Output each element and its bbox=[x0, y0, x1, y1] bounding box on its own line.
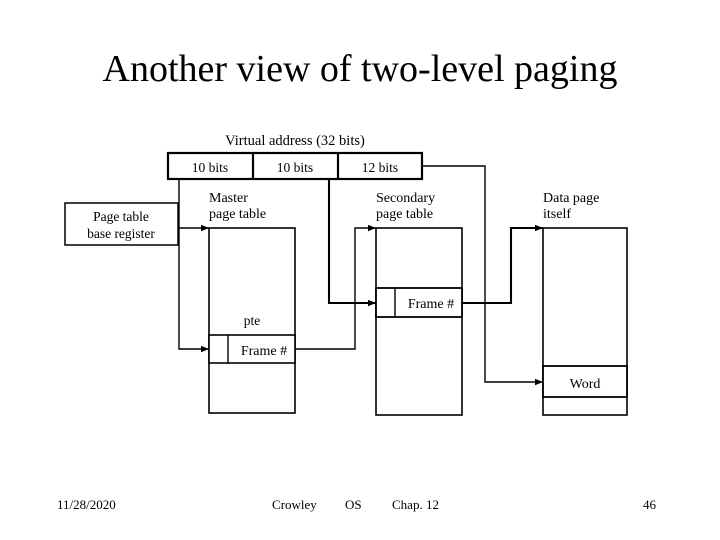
secondary-page-table-label: Secondary bbox=[376, 191, 435, 206]
secondary-page-table: Secondary page table Frame # bbox=[375, 191, 463, 416]
footer-chapter: Chap. 12 bbox=[392, 497, 439, 512]
address-field-1-label: 10 bits bbox=[277, 160, 313, 175]
connector-master-frame-to-secondary-table bbox=[295, 224, 376, 350]
page-table-base-register-box: Page table base register bbox=[64, 202, 179, 246]
page-title: Another view of two-level paging bbox=[102, 48, 618, 90]
footer-page-number: 46 bbox=[643, 497, 656, 512]
data-page: Data page itself Word bbox=[542, 191, 628, 416]
base-register-label-line2: base register bbox=[87, 226, 155, 241]
diagram-connectors bbox=[178, 165, 543, 386]
master-page-table-label: Master bbox=[209, 191, 248, 206]
connector-field0-to-master-pte bbox=[178, 179, 209, 353]
footer-author: Crowley bbox=[272, 497, 317, 512]
data-page-label-line2: itself bbox=[543, 207, 571, 222]
base-register-label: Page table bbox=[93, 209, 149, 224]
virtual-address-caption-text: Virtual address (32 bits) bbox=[225, 133, 365, 149]
address-field-2-label: 12 bits bbox=[362, 160, 398, 175]
virtual-address-bar: 10 bits 10 bits 12 bits bbox=[166, 151, 424, 181]
master-frame-number-label: Frame # bbox=[241, 344, 287, 359]
footer-course: OS bbox=[345, 497, 362, 512]
master-page-table-label-line2: page table bbox=[209, 207, 266, 222]
master-pte-label: pte bbox=[244, 313, 261, 328]
data-page-label: Data page bbox=[543, 191, 599, 206]
connector-field2-to-word bbox=[422, 165, 543, 386]
connector-field1-to-secondary-pte bbox=[327, 179, 376, 307]
data-page-word-label: Word bbox=[570, 377, 601, 392]
secondary-page-table-label-line2: page table bbox=[376, 207, 433, 222]
secondary-frame-number-label: Frame # bbox=[408, 297, 454, 312]
footer-date: 11/28/2020 bbox=[57, 497, 116, 512]
master-page-table: Master page table pte Frame # bbox=[208, 191, 296, 414]
virtual-address-caption: Virtual address (32 bits) bbox=[225, 133, 365, 149]
connector-secondary-frame-to-data-page bbox=[462, 224, 543, 305]
address-field-0-label: 10 bits bbox=[192, 160, 228, 175]
